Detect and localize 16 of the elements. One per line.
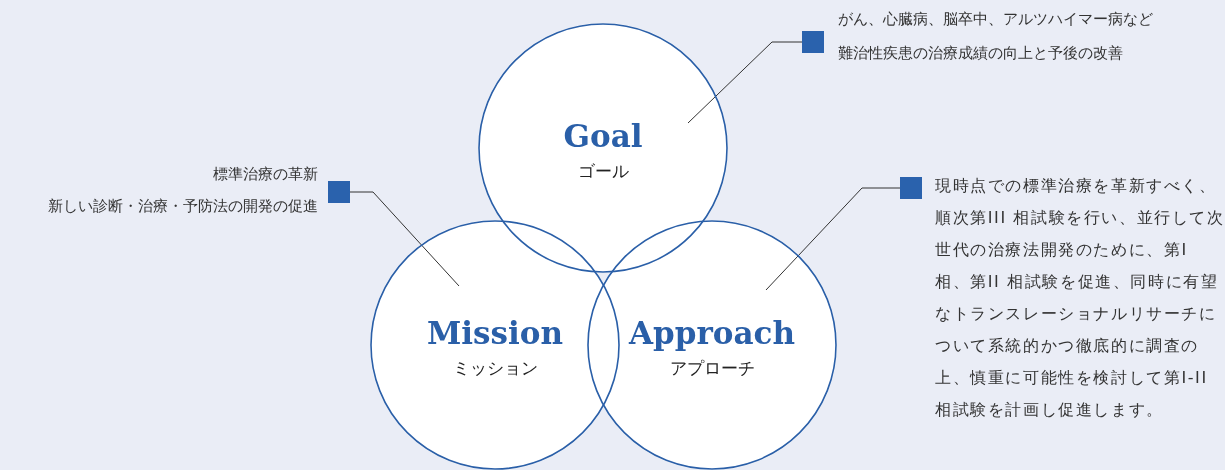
- circle-subtitle: アプローチ: [669, 357, 755, 380]
- circle-title: Mission: [427, 315, 563, 351]
- circle-subtitle: ミッション: [452, 357, 538, 380]
- callout-text: 標準治療の革新: [212, 164, 318, 185]
- venn-circle: [478, 23, 728, 273]
- circle-title: Approach: [629, 315, 795, 351]
- venn-circle: [587, 220, 837, 470]
- callout-text: 現時点での標準治療を革新すべく、順次第III 相試験を行い、並行して次世代の治療法開発のために、第I 相、第II 相試験を促進、同時に有望なトランスレーショナルリサーチについて系統的かつ徹底的に調査の上、慎重に可能性を検討して第I-II 相試験を計画し促進します。: [935, 175, 1225, 421]
- leader-line: [349, 191, 460, 287]
- circle-subtitle: ゴール: [577, 160, 629, 183]
- callout-text: 新しい診断・治療・予防法の開発の促進: [47, 196, 318, 217]
- circle-title: Goal: [563, 118, 643, 154]
- callout-text: がん、心臓病、脳卒中、アルツハイマー病など難治性疾患の治療成績の向上と予後の改善: [838, 9, 1154, 64]
- venn-circle: [370, 220, 620, 470]
- leader-line: [687, 41, 803, 124]
- leader-line: [765, 187, 901, 291]
